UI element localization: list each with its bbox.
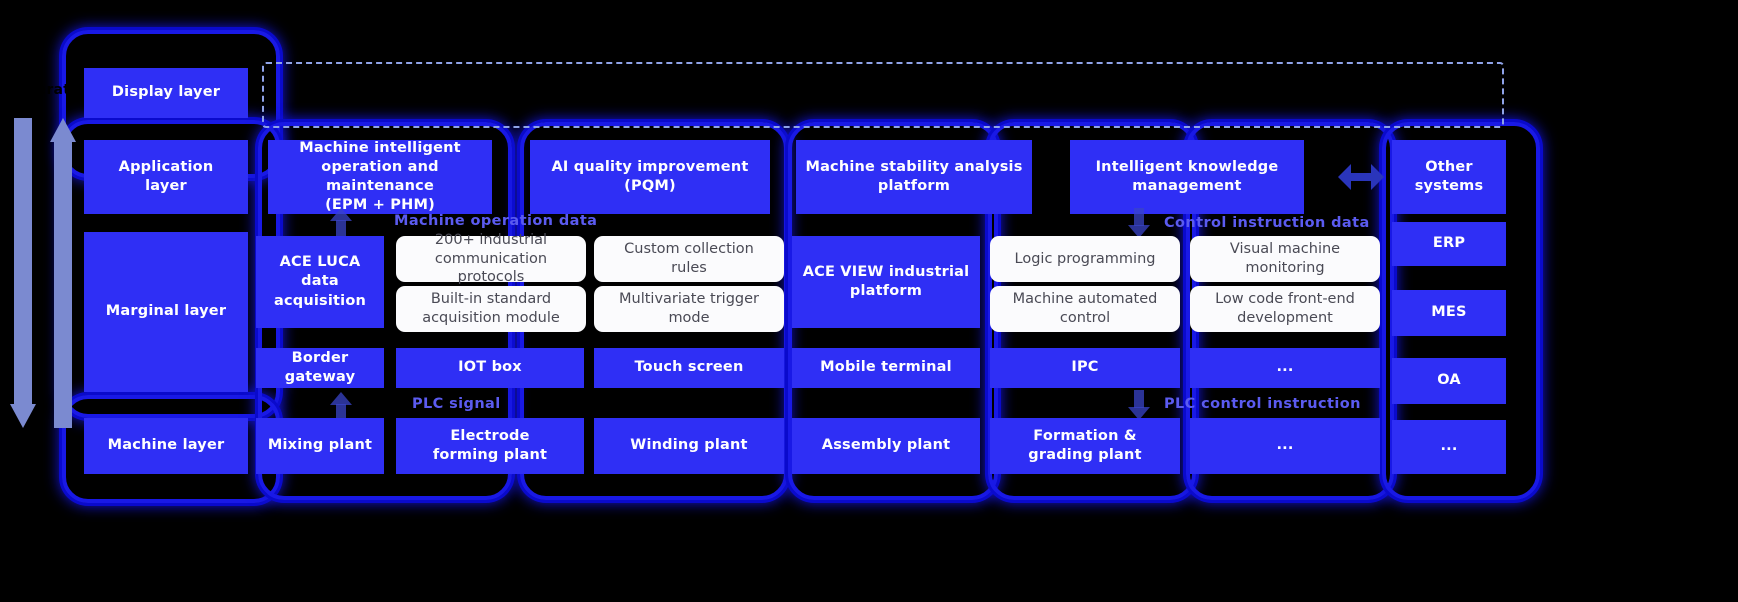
- cap-r4-line2: development: [1237, 310, 1333, 326]
- plc-control-instruction-arrow-icon: [1128, 390, 1150, 420]
- capability-machine-automated-control[interactable]: Machine automated control: [990, 286, 1180, 332]
- app-card-intelligent-knowledge-management[interactable]: Intelligent knowledge management: [1070, 140, 1304, 214]
- external-other-line2: systems: [1414, 178, 1484, 194]
- capability-low-code-frontend-development[interactable]: Low code front-end development: [1190, 286, 1380, 332]
- band-label-plc-signal: PLC signal: [412, 396, 501, 412]
- capability-builtin-standard-acquisition-module[interactable]: Built-in standard acquisition module: [396, 286, 586, 332]
- device-iot-box[interactable]: IOT box: [396, 348, 584, 388]
- ace-view-line1: ACE VIEW industrial: [802, 263, 970, 280]
- downward-arrow-icon: [10, 118, 36, 428]
- plant-formation-grading[interactable]: Formation & grading plant: [990, 418, 1180, 474]
- app-card-1-line2: operation and maintenance: [321, 158, 439, 194]
- app-card-2-line1: AI quality improvement: [551, 158, 749, 175]
- capability-multivariate-trigger-mode[interactable]: Multivariate trigger mode: [594, 286, 784, 332]
- control-instruction-data-arrow-icon: [1128, 208, 1150, 238]
- layer-label-application: Application layer: [84, 140, 248, 214]
- dataflow-arrows: [10, 118, 90, 428]
- cap-r3-line2: control: [1059, 310, 1111, 326]
- app-card-machine-intelligent-om[interactable]: Machine intelligent operation and mainte…: [268, 140, 492, 214]
- plant2-line1: Electrode: [450, 427, 530, 444]
- layer-label-machine: Machine layer: [84, 418, 248, 474]
- external-other-line1: Other: [1425, 158, 1473, 175]
- bidirectional-arrow-icon: [1338, 164, 1384, 190]
- device-ipc[interactable]: IPC: [990, 348, 1180, 388]
- cap-l1-line1: 200+ industrial: [434, 231, 548, 248]
- app-card-2-line2: (PQM): [624, 178, 676, 194]
- ace-luca-line2: acquisition: [273, 292, 367, 309]
- operation-edge-label: Operation: [14, 82, 96, 98]
- capability-custom-collection-rules[interactable]: Custom collection rules: [594, 236, 784, 282]
- external-system-more[interactable]: ...: [1392, 420, 1506, 474]
- plant5-line2: grading plant: [1028, 447, 1142, 463]
- device-border-gateway[interactable]: Border gateway: [256, 348, 384, 388]
- cap-l4-line1: Multivariate trigger: [619, 291, 759, 308]
- cap-l2-line1: Custom collection: [624, 241, 754, 258]
- cap-l2-line2: rules: [671, 260, 707, 276]
- device-more[interactable]: ...: [1190, 348, 1380, 388]
- band-label-machine-operation-data: Machine operation data: [394, 213, 598, 229]
- cap-l1-line2: communication protocols: [434, 250, 548, 286]
- band-label-control-instruction-data: Control instruction data: [1164, 215, 1370, 231]
- ace-view-line2: platform: [849, 283, 923, 299]
- device-mobile-terminal[interactable]: Mobile terminal: [792, 348, 980, 388]
- cap-l4-line2: mode: [668, 310, 710, 326]
- cap-r2-line2: monitoring: [1245, 260, 1325, 276]
- app-card-ai-quality-improvement[interactable]: AI quality improvement (PQM): [530, 140, 770, 214]
- external-system-other-systems[interactable]: Other systems: [1392, 140, 1506, 214]
- cap-r2-line1: Visual machine: [1229, 241, 1341, 258]
- display-layer-dashed-region: [262, 62, 1504, 128]
- app-card-4-line2: management: [1132, 178, 1242, 194]
- machine-operation-data-arrow-icon: [330, 208, 352, 238]
- marginal-platform-ace-view[interactable]: ACE VIEW industrial platform: [792, 236, 980, 328]
- device-touch-screen[interactable]: Touch screen: [594, 348, 784, 388]
- plc-signal-arrow-icon: [330, 392, 352, 422]
- cap-r4-line1: Low code front-end: [1215, 291, 1355, 308]
- plant-mixing[interactable]: Mixing plant: [256, 418, 384, 474]
- capability-logic-programming[interactable]: Logic programming: [990, 236, 1180, 282]
- plant2-line2: forming plant: [432, 447, 548, 463]
- plant5-line1: Formation &: [1033, 427, 1137, 444]
- external-system-oa[interactable]: OA: [1392, 358, 1506, 404]
- upward-arrow-icon: [50, 118, 76, 428]
- app-card-3-line1: Machine stability analysis: [805, 158, 1023, 175]
- plant-more[interactable]: ...: [1190, 418, 1380, 474]
- plant-winding[interactable]: Winding plant: [594, 418, 784, 474]
- ace-luca-line1: ACE LUCA data: [279, 254, 361, 290]
- plant-assembly[interactable]: Assembly plant: [792, 418, 980, 474]
- cap-l3-line1: Built-in standard: [430, 291, 552, 308]
- app-card-1-line1: Machine intelligent: [299, 139, 461, 156]
- band-label-plc-control-instruction: PLC control instruction: [1164, 396, 1361, 412]
- cap-r1-line1: Logic programming: [1014, 250, 1156, 267]
- marginal-platform-ace-luca[interactable]: ACE LUCA data acquisition: [256, 236, 384, 328]
- app-card-3-line2: platform: [877, 178, 951, 194]
- layer-label-application-line1: Application: [118, 158, 214, 175]
- app-card-1-line3: (EPM + PHM): [325, 197, 435, 214]
- plant-electrode-forming[interactable]: Electrode forming plant: [396, 418, 584, 474]
- app-card-machine-stability-analysis[interactable]: Machine stability analysis platform: [796, 140, 1032, 214]
- app-card-4-line1: Intelligent knowledge: [1095, 158, 1279, 175]
- layer-label-marginal: Marginal layer: [84, 232, 248, 392]
- cap-l3-line2: acquisition module: [422, 310, 560, 326]
- external-system-erp[interactable]: ERP: [1392, 222, 1506, 266]
- layer-label-application-line2: layer: [145, 178, 187, 194]
- capability-visual-machine-monitoring[interactable]: Visual machine monitoring: [1190, 236, 1380, 282]
- layer-label-display: Display layer: [84, 68, 248, 118]
- cap-r3-line1: Machine automated: [1012, 291, 1158, 308]
- external-system-mes[interactable]: MES: [1392, 290, 1506, 336]
- capability-200-industrial-protocols[interactable]: 200+ industrial communication protocols: [396, 232, 586, 285]
